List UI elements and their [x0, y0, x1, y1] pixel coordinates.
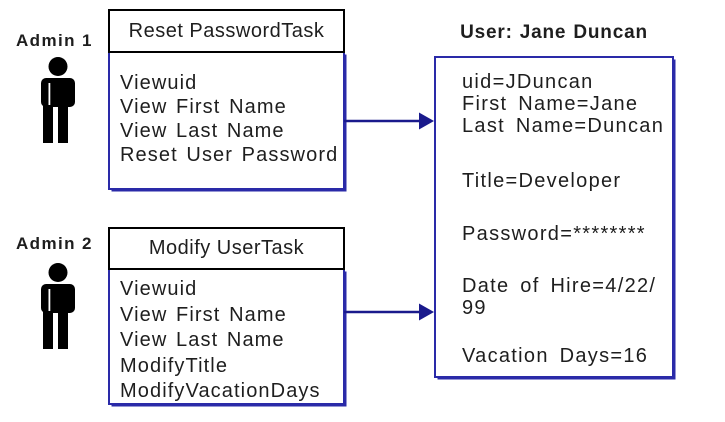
reset-password-task-header: Reset PasswordTask — [108, 9, 345, 53]
permission-item: View Last Name — [120, 329, 285, 351]
user-attribute-last-name: Last Name=Duncan — [462, 115, 665, 137]
user-attributes-box: uid=JDuncan First Name=Jane Last Name=Du… — [434, 56, 674, 378]
user-attribute-password: Password=******** — [462, 223, 646, 245]
permission-item: View First Name — [120, 303, 287, 326]
user-attribute-date-of-hire-wrap: 99 — [462, 297, 487, 319]
modify-user-task-title: Modify UserTask — [148, 237, 305, 259]
user-title: User: Jane Duncan — [460, 22, 648, 43]
user-attribute-first-name: First Name=Jane — [462, 93, 639, 115]
modify-user-task-header: Modify UserTask — [108, 227, 345, 270]
user-attribute-title: Title=Developer — [462, 170, 622, 192]
permission-item: Viewuid — [120, 72, 198, 94]
user-attribute-vacation-days: Vacation Days=16 — [462, 345, 649, 367]
user-attribute-uid: uid=JDuncan — [462, 71, 594, 93]
arrow-right-icon — [344, 303, 434, 321]
permission-item: Reset User Password — [120, 144, 339, 166]
reset-password-task-body: Viewuid View First Name View Last Name R… — [108, 51, 345, 190]
permission-item: ModifyTitle — [120, 354, 229, 377]
user-attribute-date-of-hire: Date of Hire=4/22/ — [462, 275, 657, 297]
permission-item: View First Name — [120, 96, 287, 118]
admin-1-person-icon — [30, 57, 84, 143]
permission-item: View Last Name — [120, 120, 285, 142]
permission-item: ModifyVacationDays — [120, 380, 321, 402]
arrow-right-icon — [344, 112, 434, 130]
admin-2-person-icon — [30, 263, 84, 349]
admin-1-label: Admin 1 — [16, 31, 93, 50]
reset-password-task-title: Reset PasswordTask — [128, 19, 325, 42]
modify-user-task-body: Viewuid View First Name View Last Name M… — [108, 268, 345, 405]
permission-item: Viewuid — [120, 278, 198, 300]
admin-2-label: Admin 2 — [16, 234, 93, 253]
